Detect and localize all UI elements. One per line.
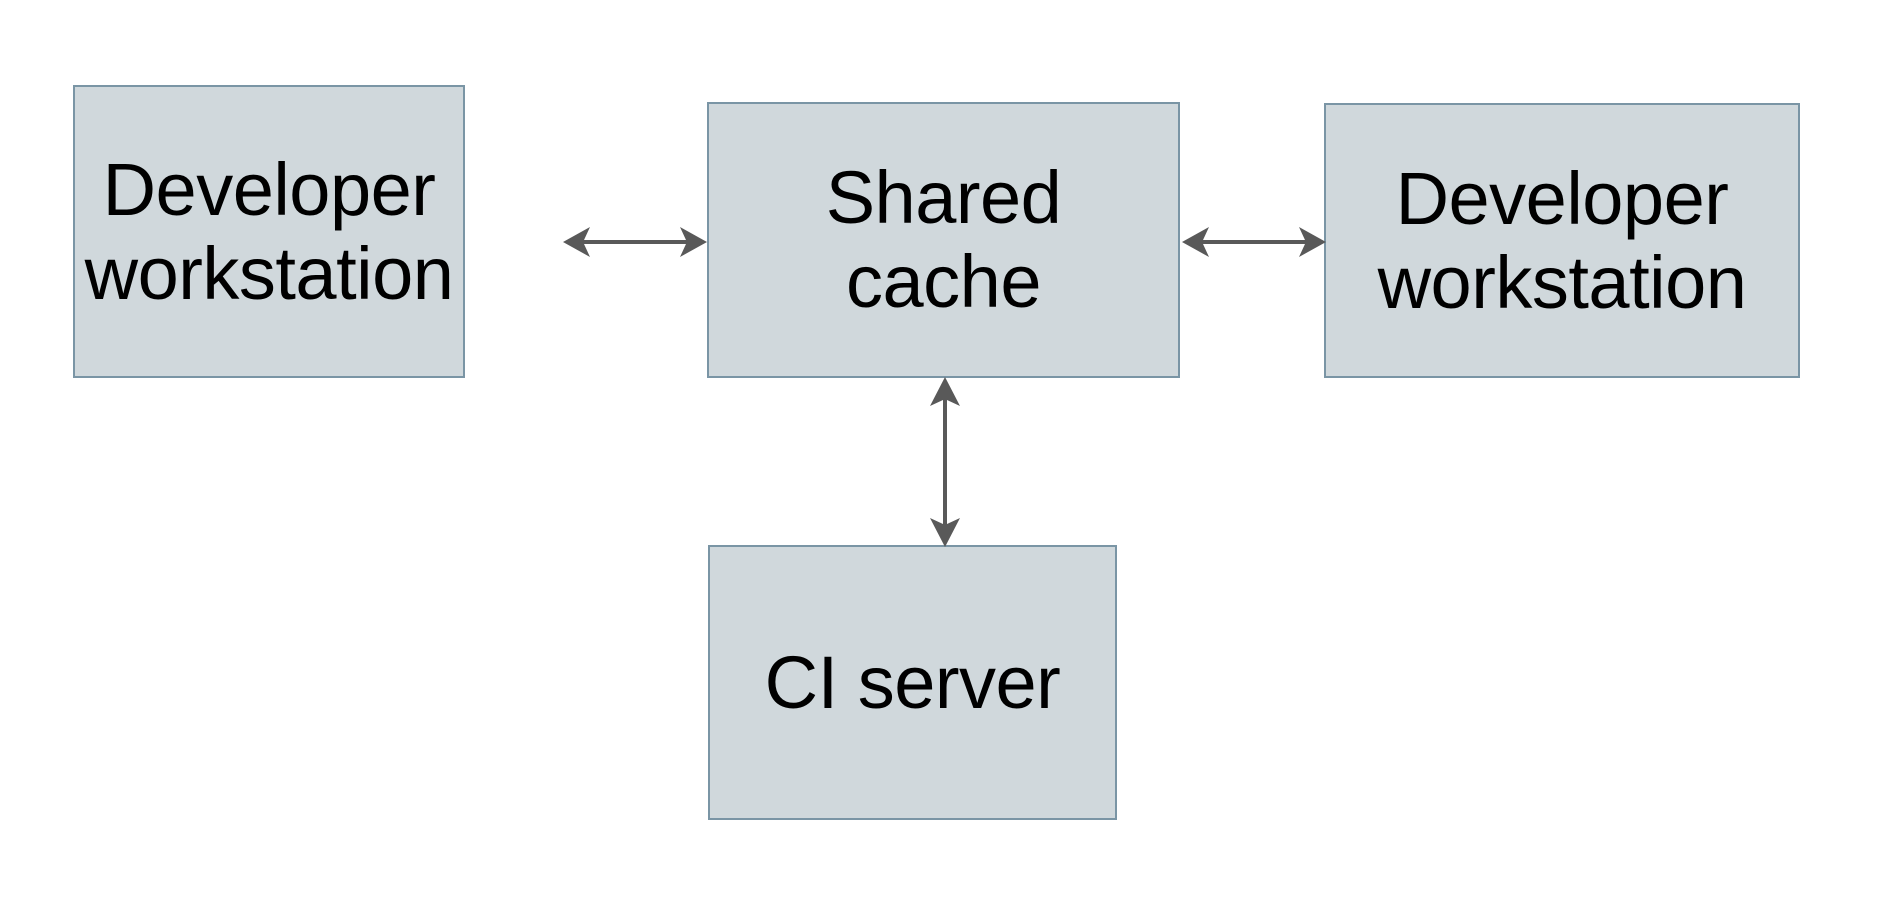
edge-dev-left-to-shared-cache [560, 218, 710, 266]
double-arrow-horizontal-icon [1182, 227, 1326, 257]
double-arrow-vertical-icon [930, 377, 960, 547]
node-developer-workstation-left[interactable]: Developer workstation [73, 85, 465, 378]
node-label: Developer workstation [84, 147, 454, 315]
node-label: Shared cache [825, 156, 1062, 323]
edge-shared-cache-to-dev-right [1179, 218, 1329, 266]
node-label: CI server [764, 640, 1061, 724]
node-developer-workstation-right[interactable]: Developer workstation [1324, 103, 1800, 378]
node-shared-cache[interactable]: Shared cache [707, 102, 1180, 378]
double-arrow-horizontal-icon [563, 227, 707, 257]
node-ci-server[interactable]: CI server [708, 545, 1117, 820]
node-label: Developer workstation [1377, 156, 1747, 324]
edge-shared-cache-to-ci-server [921, 374, 969, 550]
